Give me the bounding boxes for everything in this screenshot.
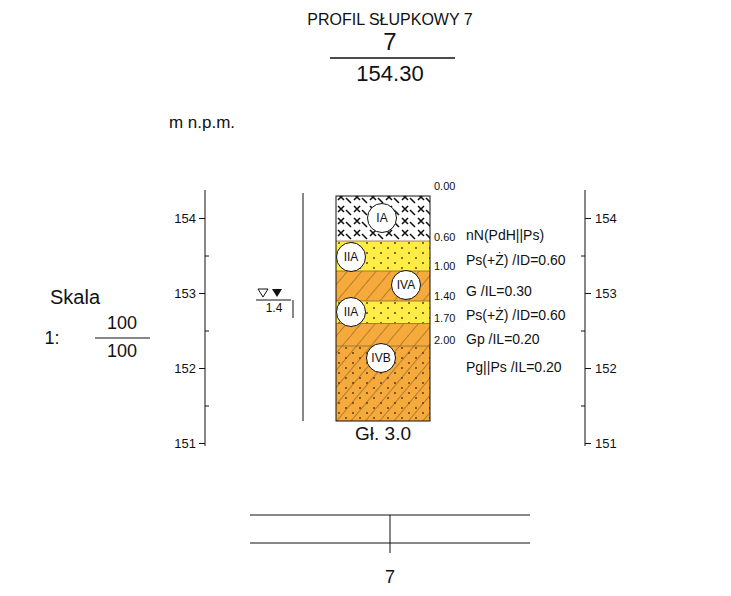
elevation-axis: [581, 190, 591, 446]
elevation-tick: 154: [174, 211, 196, 225]
layer-description: Pg||Ps /IL=0.20: [466, 360, 562, 375]
elevation-tick: 151: [174, 436, 196, 450]
layer-depth: 2.00: [434, 334, 455, 346]
elevation-tick: 152: [174, 361, 196, 375]
layer-description: Ps(+Ż) /ID=0.60: [466, 253, 566, 268]
layer-description: nN(PdH||Ps): [466, 228, 544, 243]
layer-description: Gp /IL=0.20: [466, 332, 540, 347]
soil-class-code: IIA: [344, 251, 359, 263]
profile-number: 7: [383, 29, 396, 55]
soil-class-circle: IA: [367, 203, 397, 233]
elevation-tick: 154: [595, 211, 617, 225]
profile-title: PROFIL SŁUPKOWY 7: [307, 11, 472, 29]
unit-label: m n.p.m.: [169, 114, 235, 133]
soil-class-circle: IIA: [336, 242, 366, 272]
elevation-tick: 151: [595, 436, 617, 450]
layer-description: Ps(+Ż) /ID=0.60: [466, 308, 566, 323]
water-table-symbol: [256, 289, 293, 318]
scale-ratio: 1:: [44, 329, 59, 349]
elevation-tick: 153: [174, 286, 196, 300]
soil-class-circle: IVA: [391, 270, 421, 300]
total-depth: Gł. 3.0: [355, 424, 411, 445]
scale-value: 100: [107, 342, 137, 362]
elevation-axis: [199, 190, 209, 446]
ground-elevation: 154.30: [356, 62, 423, 86]
layer-description: G /IL=0.30: [466, 284, 532, 299]
water-depth: 1.4: [266, 302, 283, 315]
soil-class-code: IVA: [397, 279, 415, 291]
section-strip: [250, 515, 530, 553]
layer-depth: 1.00: [434, 260, 455, 272]
layer-depth: 1.70: [434, 312, 455, 324]
layer-depth: 1.40: [434, 290, 455, 302]
borehole-column: [336, 196, 430, 421]
layer-depth: 0.00: [434, 180, 455, 192]
elevation-tick: 153: [595, 286, 617, 300]
soil-class-circle: IVB: [366, 343, 396, 373]
guide-line: [303, 193, 304, 421]
soil-class-code: IA: [376, 212, 387, 224]
scale-rule: [95, 338, 150, 339]
scale-label: Skala: [50, 286, 100, 308]
soil-class-code: IIA: [344, 306, 359, 318]
soil-class-circle: IIA: [336, 297, 366, 327]
layer-depth: 0.60: [434, 231, 455, 243]
profile-number: 7: [385, 568, 395, 588]
title-rule: [330, 57, 455, 59]
scale-value: 100: [107, 314, 137, 334]
elevation-tick: 152: [595, 361, 617, 375]
soil-class-code: IVB: [371, 352, 390, 364]
